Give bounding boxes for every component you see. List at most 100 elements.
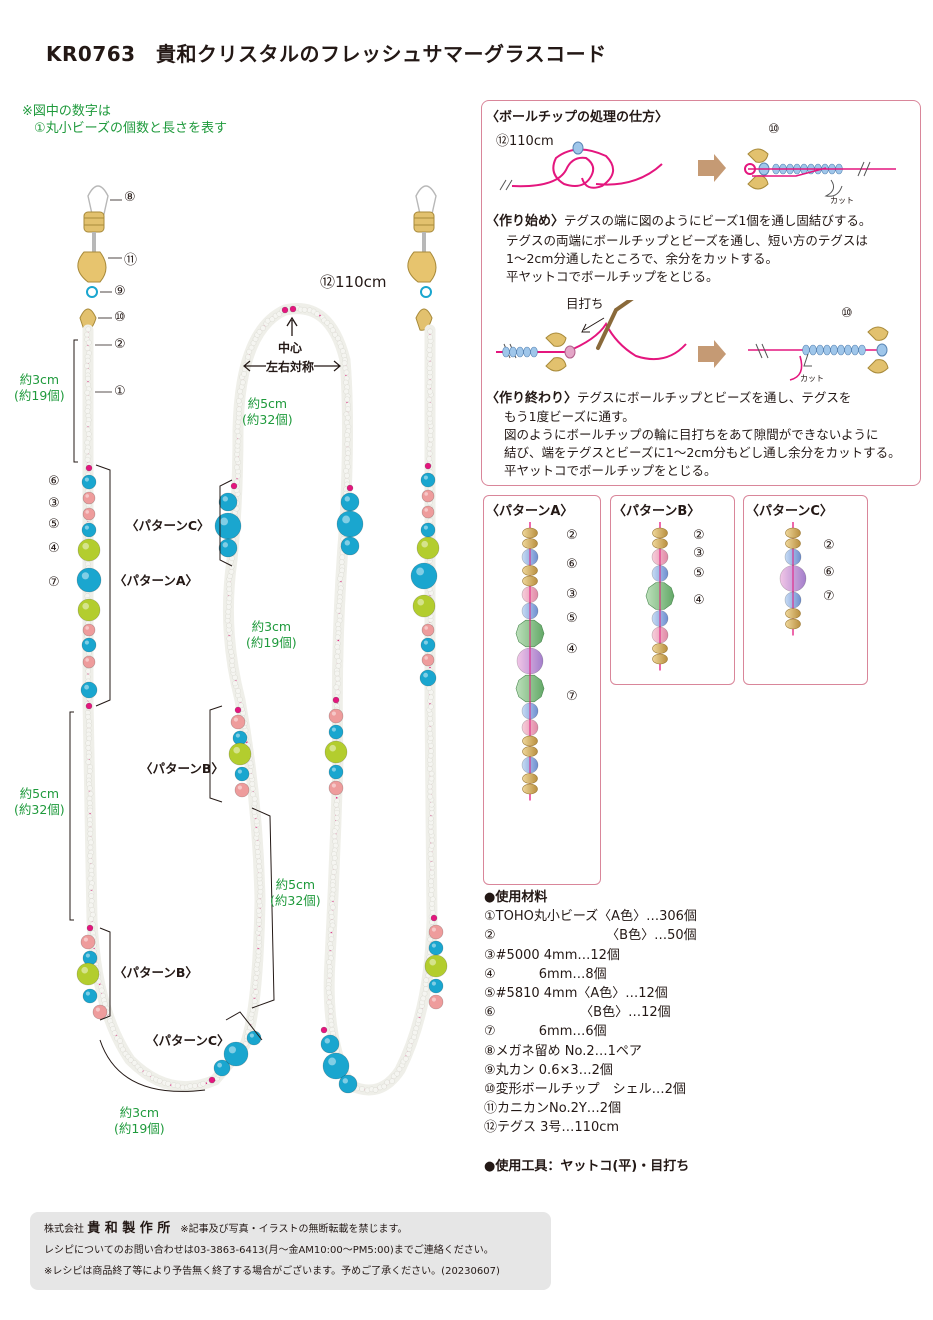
seed-bead xyxy=(429,829,434,834)
bead-highlight xyxy=(85,658,89,662)
seed-bead xyxy=(236,433,241,438)
bead-highlight xyxy=(424,525,428,529)
seed-bead xyxy=(335,635,340,640)
seed-bead xyxy=(253,975,258,980)
label-bead-5: ⑤ xyxy=(48,517,60,532)
footer-company: 株式会社 xyxy=(44,1224,84,1235)
seed-bead xyxy=(427,784,432,789)
material-item: ⑨丸カン 0.6×3…2個 xyxy=(484,1061,697,1080)
seed-bead xyxy=(229,649,234,654)
seed-bead xyxy=(231,667,236,672)
bead-highlight xyxy=(84,937,88,941)
seed-bead xyxy=(429,802,434,807)
seed-bead xyxy=(428,789,433,794)
bead-highlight xyxy=(229,1046,236,1053)
seed-bead xyxy=(653,528,668,538)
accent-bead xyxy=(323,1053,349,1079)
label-lobster-clasp: ⑪ xyxy=(124,249,137,268)
seed-bead xyxy=(427,380,432,385)
seed-bead xyxy=(428,704,433,709)
accent-bead xyxy=(422,506,434,518)
seed-bead xyxy=(335,671,340,676)
pattern-a-label-6: ⑥ xyxy=(566,557,578,572)
accent-bead xyxy=(429,979,443,993)
bead-highlight xyxy=(96,1007,100,1011)
accent-bead xyxy=(231,715,245,729)
seed-bead xyxy=(421,996,426,1001)
accent-bead xyxy=(341,493,359,511)
pattern-a-label-5: ⑤ xyxy=(566,611,578,626)
seed-bead xyxy=(86,668,91,673)
seed-bead xyxy=(429,843,434,848)
accent-bead xyxy=(78,599,100,621)
seed-bead xyxy=(403,1056,408,1061)
seed-bead xyxy=(256,949,261,954)
seed-bead xyxy=(429,776,434,781)
tools-line: ●使用工具：ヤットコ(平)・目打ち xyxy=(484,1157,697,1176)
seed-bead xyxy=(88,858,93,863)
seed-bead xyxy=(428,749,433,754)
seed-bead xyxy=(88,791,93,796)
accent-bead xyxy=(83,508,95,520)
bead-highlight xyxy=(85,525,89,529)
accent-bead xyxy=(77,568,101,592)
seed-bead xyxy=(344,389,349,394)
bead-highlight xyxy=(82,543,89,550)
bead-highlight xyxy=(432,997,436,1001)
accent-bead xyxy=(219,493,237,511)
accent-bead xyxy=(247,1031,261,1045)
seed-bead xyxy=(428,731,433,736)
pattern-b-label-2: 〈パターンB〉 xyxy=(114,962,198,981)
accent-bead xyxy=(425,463,431,469)
seed-bead xyxy=(188,1084,193,1089)
bead-highlight xyxy=(343,1078,348,1083)
accent-bead xyxy=(422,624,434,636)
seed-bead xyxy=(523,566,538,576)
seed-bead xyxy=(428,852,433,857)
seed-bead xyxy=(428,416,433,421)
accent-bead xyxy=(235,767,249,781)
seed-bead xyxy=(523,576,538,586)
seed-bead xyxy=(328,927,333,932)
seed-bead xyxy=(335,644,340,649)
seed-bead xyxy=(250,792,255,797)
accent-bead xyxy=(78,539,100,561)
end-line-2: もう1度ビーズに通す。 xyxy=(504,408,635,425)
material-item: ⑤#5810 4mm〈A色〉…12個 xyxy=(484,984,697,1003)
bead-highlight xyxy=(432,981,436,985)
materials-title: ●使用材料 xyxy=(484,888,697,907)
seed-bead xyxy=(88,853,93,858)
accent-bead xyxy=(321,1027,327,1033)
seed-bead xyxy=(252,801,257,806)
seed-bead xyxy=(817,345,824,355)
accent-bead xyxy=(81,682,97,698)
seed-bead xyxy=(428,721,433,726)
materials-list: ●使用材料 ①TOHO丸小ビーズ〈A色〉…306個 ② 〈B色〉…50個 ③#5… xyxy=(484,888,697,1176)
seed-bead xyxy=(328,995,333,1000)
accent-bead xyxy=(235,707,241,713)
seed-bead xyxy=(333,843,338,848)
seed-bead xyxy=(246,354,251,359)
seed-bead xyxy=(257,873,262,878)
pattern-a-label-3: ③ xyxy=(566,587,578,602)
seed-bead xyxy=(85,449,90,454)
pattern-a-label: 〈パターンA〉 xyxy=(114,570,198,589)
material-item: ⑩変形ボールチップ シェル…2個 xyxy=(484,1080,697,1099)
seed-bead xyxy=(99,988,104,993)
accent-bead xyxy=(347,485,353,491)
seed-bead xyxy=(523,774,538,784)
seed-bead xyxy=(428,695,433,700)
seed-bead xyxy=(345,407,350,412)
seed-bead xyxy=(406,1051,411,1056)
footer: 株式会社 貴 和 製 作 所 ※記事及び写真・イラストの無断転載を禁じます。 レ… xyxy=(30,1212,551,1290)
teguss-length-label: ⑫110cm xyxy=(320,271,387,292)
accent-bead xyxy=(329,765,343,779)
seed-bead xyxy=(786,619,801,629)
seed-bead xyxy=(429,901,434,906)
seed-bead xyxy=(256,908,261,913)
label-b-seed: ② xyxy=(114,337,126,352)
seed-bead xyxy=(248,761,253,766)
seed-bead xyxy=(428,794,433,799)
seed-bead xyxy=(334,815,339,820)
seed-bead xyxy=(803,345,810,355)
